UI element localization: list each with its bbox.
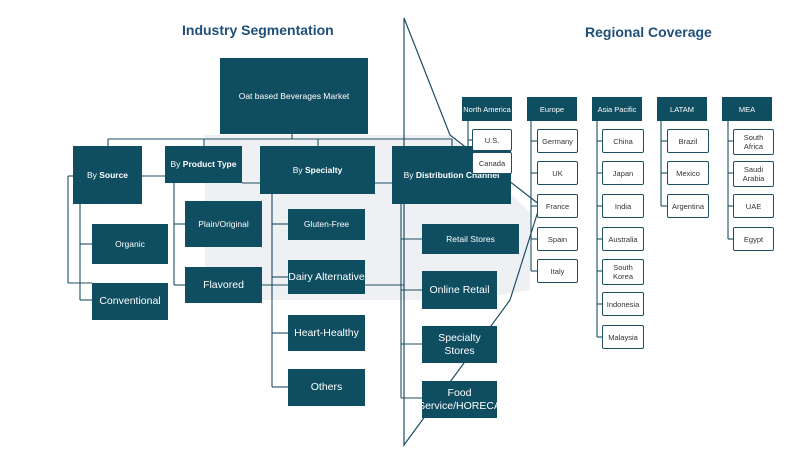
country-argentina: Argentina bbox=[667, 194, 709, 218]
country-spain: Spain bbox=[537, 227, 578, 251]
by-source-node: By Source bbox=[73, 146, 142, 204]
country-egypt: Egypt bbox=[733, 227, 774, 251]
country-germany: Germany bbox=[537, 129, 578, 153]
country-us: U.S. bbox=[472, 129, 512, 151]
distribution-item-online-retail: Online Retail bbox=[422, 271, 497, 309]
specialty-item-heart-healthy: Heart-Healthy bbox=[288, 315, 365, 351]
country-indonesia: Indonesia bbox=[602, 292, 644, 316]
country-france: France bbox=[537, 194, 578, 218]
tree-connectors bbox=[67, 121, 733, 399]
funnel-outline bbox=[403, 17, 541, 447]
country-japan: Japan bbox=[602, 161, 644, 185]
product-type-item-flavored: Flavored bbox=[185, 267, 262, 303]
by-distribution-prefix: By bbox=[403, 169, 416, 180]
by-specialty-node: By Specialty bbox=[260, 146, 375, 194]
country-india: India bbox=[602, 194, 644, 218]
distribution-item-food-service: Food Service/HORECA bbox=[418, 381, 501, 418]
product-type-item-plain: Plain/Original bbox=[185, 201, 262, 247]
source-item-conventional: Conventional bbox=[92, 283, 168, 320]
by-specialty-prefix: By bbox=[292, 164, 305, 175]
by-source-label: Source bbox=[99, 169, 129, 180]
root-node: Oat based Beverages Market bbox=[220, 58, 368, 134]
region-europe: Europe bbox=[527, 97, 577, 121]
by-specialty-label: Specialty bbox=[304, 164, 343, 175]
country-south-korea: South Korea bbox=[602, 259, 644, 285]
specialty-item-others: Others bbox=[288, 369, 365, 406]
region-north-america: North America bbox=[462, 97, 512, 121]
distribution-item-retail-stores: Retail Stores bbox=[422, 224, 519, 254]
regional-coverage-title: Regional Coverage bbox=[585, 24, 712, 40]
region-asia-pacific: Asia Pacific bbox=[592, 97, 642, 121]
by-source-prefix: By bbox=[86, 169, 100, 180]
country-uae: UAE bbox=[733, 194, 774, 218]
region-mea: MEA bbox=[722, 97, 772, 121]
source-item-organic: Organic bbox=[92, 224, 168, 264]
country-brazil: Brazil bbox=[667, 129, 709, 153]
country-canada: Canada bbox=[472, 152, 512, 174]
specialty-item-gluten-free: Gluten-Free bbox=[288, 209, 365, 240]
industry-segmentation-title: Industry Segmentation bbox=[182, 22, 334, 38]
country-mexico: Mexico bbox=[667, 161, 709, 185]
by-distribution-label: Distribution Channel bbox=[415, 169, 500, 180]
region-latam: LATAM bbox=[657, 97, 707, 121]
by-product-type-label: Product Type bbox=[182, 159, 237, 170]
specialty-item-dairy-alternative: Dairy Alternative bbox=[288, 260, 365, 294]
by-product-type-node: By Product Type bbox=[165, 146, 242, 183]
country-saudi-arabia: Saudi Arabia bbox=[733, 161, 774, 187]
distribution-item-specialty-stores: Specialty Stores bbox=[422, 326, 497, 363]
root-label: Oat based Beverages Market bbox=[238, 90, 350, 101]
country-australia: Australia bbox=[602, 227, 644, 251]
country-uk: UK bbox=[537, 161, 578, 185]
by-product-type-prefix: By bbox=[170, 159, 183, 170]
country-china: China bbox=[602, 129, 644, 153]
country-south-africa: South Africa bbox=[733, 129, 774, 155]
country-malaysia: Malaysia bbox=[602, 325, 644, 349]
country-italy: Italy bbox=[537, 259, 578, 283]
